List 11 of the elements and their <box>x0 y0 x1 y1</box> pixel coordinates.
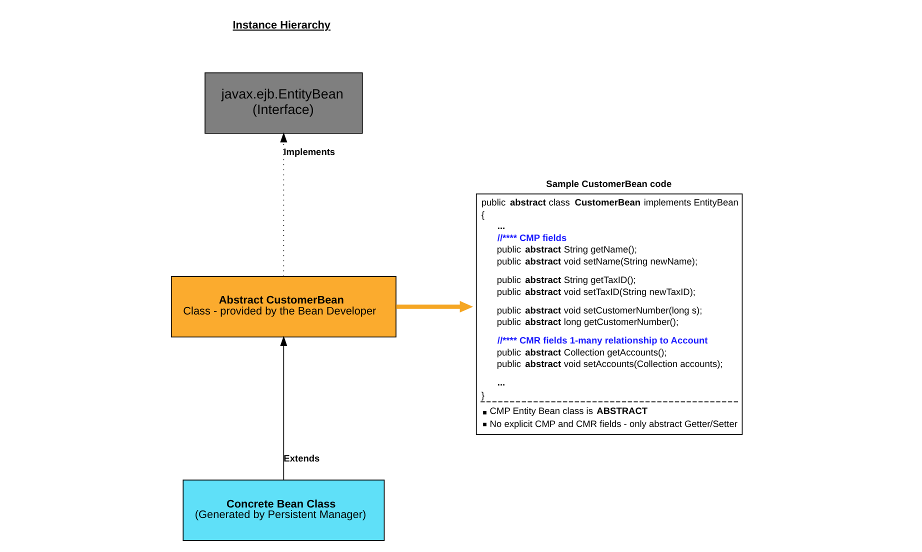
node-box: javax.ejb.EntityBean (Interface) <box>204 72 363 134</box>
arrow <box>396 300 474 312</box>
node-label: Sample CustomerBean code <box>546 179 672 190</box>
node-box: public abstract class CustomerBean implements EntityBean { ... //**** CMP fields public abstract String getName(); public abstract void setName(String newName); public abstract String getTaxID(); public abstract void setTaxID(String newTaxID); public abstract void setCustomerNumber(long s); public abstract long getCustomerNumber(); //**** CMR fields 1-many relationship to Account public abstract Collection getAccounts(); public abstract void setAccounts(Collection accounts); ... } CMP Entity Bean class is ABSTRACT No explicit CMP and CMR fields - only abstract Getter/Setter <box>476 194 743 436</box>
edge-label: Extends <box>284 453 320 464</box>
label: Instance Hierarchy <box>232 20 331 32</box>
node-box: Abstract CustomerBean Class - provided by the Bean Developer <box>170 276 396 338</box>
edge-label: Implements <box>284 147 336 158</box>
arrow <box>280 336 288 480</box>
arrow <box>280 132 288 277</box>
node-box: Concrete Bean Class (Generated by Persistent Manager) <box>182 480 385 542</box>
